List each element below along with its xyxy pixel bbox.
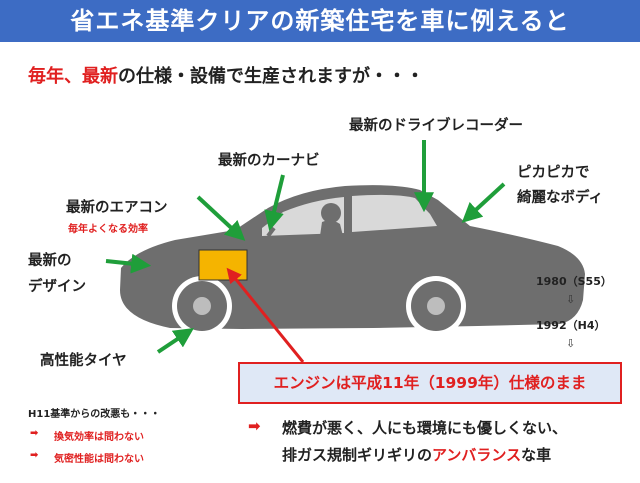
label-aircon-sub: 毎年よくなる効率 [68,224,148,235]
page-title: 省エネ基準クリアの新築住宅を車に例えると [0,0,640,42]
timeline-year2: 1992（H4） [536,319,606,332]
notes-item2: 気密性能は問わない [54,454,144,465]
car-body-shape [120,185,585,329]
arrow-aircon [196,195,246,241]
arrow-design [105,253,152,274]
timeline-arrow1: ⇩ [566,293,576,306]
lead-text: 毎年、最新の仕様・設備で生産されますが・・・ [28,62,424,88]
label-design-line2: デザイン [28,279,86,295]
arrow-car-navi [264,174,285,231]
engine-block [198,249,248,281]
label-drive-recorder: 最新のドライブレコーダー [349,118,523,134]
lead-part1: 毎年、 [28,66,82,87]
driver-body [320,220,343,236]
driver-head [321,203,341,223]
label-aircon: 最新のエアコン [66,200,168,216]
lead-part3: の仕様・設備で生産されますが・・・ [118,66,424,87]
notes-bullet2: ➡ [30,450,39,461]
label-body-line2: 綺麗なボディ [517,190,603,206]
arrow-body [461,182,506,223]
conclusion-line2b: アンバランス [432,446,522,464]
conclusion-bullet: ➡ [248,417,261,435]
notes-heading: H11基準からの改悪も・・・ [28,409,161,420]
conclusion-line2: 排ガス規制ギリギリのアンバランスな車 [282,444,551,465]
timeline-year1: 1980（S55） [536,275,612,288]
timeline-arrow2: ⇩ [566,337,576,350]
notes-item1: 換気効率は問わない [54,432,144,443]
label-tires: 高性能タイヤ [40,353,127,369]
conclusion-line2a: 排ガス規制ギリギリの [282,446,433,464]
arrow-engine [226,267,305,363]
lead-part2: 最新 [82,66,118,87]
conclusion-line2c: な車 [521,446,552,464]
label-body-line1: ピカピカで [517,165,590,181]
engine-callout: エンジンは平成11年（1999年）仕様のまま [238,362,622,404]
arrow-tires [156,328,194,354]
label-design-line1: 最新の [28,253,72,269]
conclusion-line1: 燃費が悪く、人にも環境にも優しくない、 [282,419,568,437]
label-car-navi: 最新のカーナビ [218,153,320,169]
notes-bullet1: ➡ [30,428,39,439]
